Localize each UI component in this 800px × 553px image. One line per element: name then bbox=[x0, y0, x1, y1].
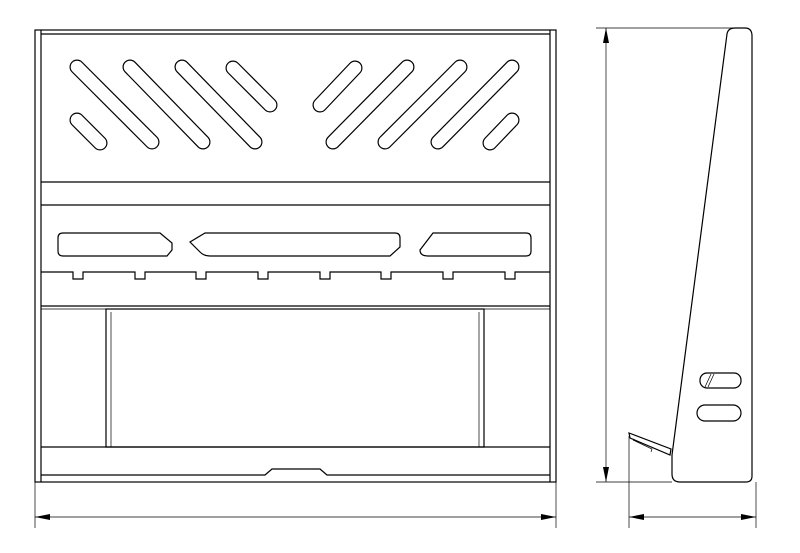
side-view bbox=[628, 27, 753, 483]
slot-hatch bbox=[704, 373, 712, 388]
dimension-lines bbox=[34, 27, 757, 528]
foot-tab-detail bbox=[632, 439, 653, 453]
side-slot-upper bbox=[699, 372, 742, 389]
side-slot-lower bbox=[696, 404, 742, 422]
slot-hatch bbox=[707, 373, 715, 388]
vent-slots bbox=[69, 59, 520, 151]
notched-edge bbox=[41, 271, 550, 280]
side-outline bbox=[671, 27, 753, 483]
front-panel bbox=[105, 308, 485, 448]
front-outline bbox=[34, 29, 557, 483]
opening-left bbox=[57, 232, 173, 257]
opening-right bbox=[419, 232, 532, 257]
arrowheads bbox=[629, 514, 756, 520]
handle-openings bbox=[57, 232, 532, 257]
foot-tab bbox=[628, 432, 672, 456]
front-view bbox=[34, 29, 557, 483]
base-notch bbox=[41, 468, 550, 476]
opening-center bbox=[189, 232, 401, 257]
